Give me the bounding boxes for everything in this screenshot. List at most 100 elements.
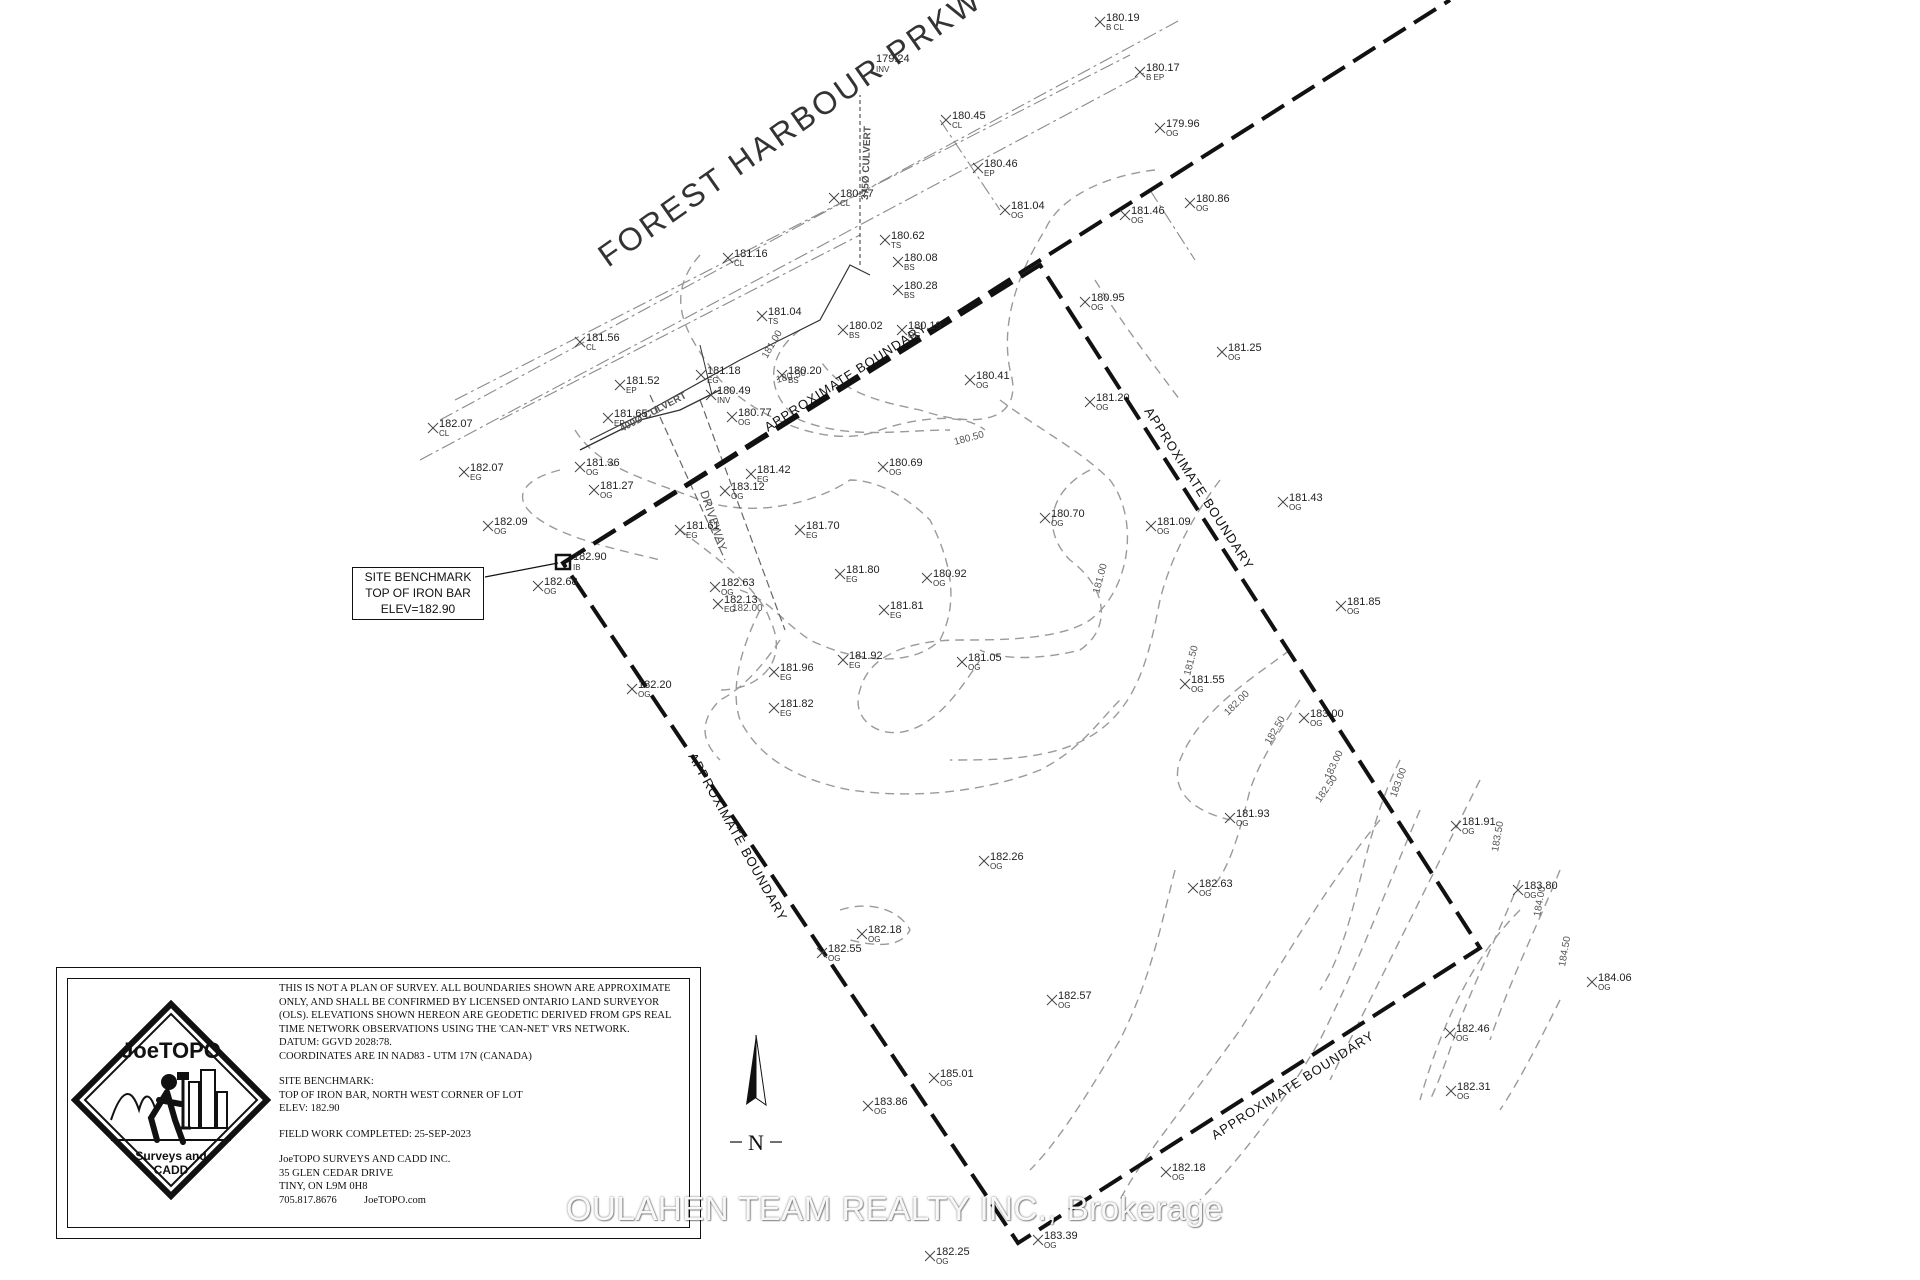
boundary-label-south: APPROXIMATE BOUNDARY bbox=[1209, 1028, 1377, 1143]
spot-elevation-value: 183.00 bbox=[1310, 708, 1344, 720]
spot-marker-icon bbox=[1216, 346, 1228, 358]
spot-elevation-value: 180.62 bbox=[891, 230, 925, 242]
spot-elevation-code: BS bbox=[904, 291, 915, 300]
spot-elevation-code: OG bbox=[889, 468, 901, 477]
spot-elevation-code: EG bbox=[780, 709, 792, 718]
disclaimer-note: THIS IS NOT A PLAN OF SURVEY. ALL BOUNDA… bbox=[279, 983, 671, 1035]
spot-elevation-value: 181.16 bbox=[734, 248, 768, 260]
spot-elevation-value: 181.92 bbox=[849, 650, 883, 662]
spot-elevation-code: OG bbox=[976, 381, 988, 390]
spot-elevation-value: 181.25 bbox=[1228, 342, 1262, 354]
logo-tagline-1: Surveys and bbox=[135, 1149, 206, 1163]
spot-marker-icon bbox=[1154, 122, 1166, 134]
spot-marker-icon bbox=[816, 947, 828, 959]
spot-elevation-code: EG bbox=[707, 376, 719, 385]
spot-marker-icon bbox=[626, 683, 638, 695]
spot-elevation-value: 182.07 bbox=[439, 418, 473, 430]
spot-elevation-value: 180.86 bbox=[1196, 193, 1230, 205]
spot-elevation-code: BS bbox=[788, 376, 799, 385]
spot-marker-icon bbox=[614, 379, 626, 391]
spot-elevation-point: 180.19B CL bbox=[1094, 12, 1140, 32]
spot-marker-icon bbox=[719, 485, 731, 497]
spot-elevation-code: OG bbox=[1228, 353, 1240, 362]
spot-marker-icon bbox=[921, 572, 933, 584]
spot-marker-icon bbox=[768, 666, 780, 678]
benchmark-point-elev: 182.90 bbox=[573, 551, 607, 563]
spot-elevation-value: 185.01 bbox=[940, 1068, 974, 1080]
spot-marker-icon bbox=[588, 484, 600, 496]
title-block-inner-border bbox=[67, 978, 690, 1228]
boundary-label-west: APPROXIMATE BOUNDARY bbox=[685, 750, 790, 923]
culvert-inv-code: INV bbox=[876, 65, 890, 74]
spot-marker-icon bbox=[1444, 1027, 1456, 1039]
spot-elevation-value: 180.46 bbox=[984, 158, 1018, 170]
spot-elevation-code: OG bbox=[868, 935, 880, 944]
spot-marker-icon bbox=[1039, 512, 1051, 524]
spot-marker-icon bbox=[1184, 197, 1196, 209]
spot-marker-icon bbox=[1512, 884, 1524, 896]
north-arrow: N bbox=[730, 1034, 782, 1155]
contour-elevation-label: 184.50 bbox=[1557, 935, 1573, 967]
spot-elevation-value: 183.39 bbox=[1044, 1230, 1078, 1242]
spot-elevation-value: 181.55 bbox=[1191, 674, 1225, 686]
spot-marker-icon bbox=[1298, 712, 1310, 724]
spot-marker-icon bbox=[1187, 882, 1199, 894]
spot-elevation-code: OG bbox=[1157, 527, 1169, 536]
spot-elevation-code: CL bbox=[952, 121, 963, 130]
spot-marker-icon bbox=[726, 411, 738, 423]
spot-marker-icon bbox=[828, 192, 840, 204]
company-website: JoeTOPO.com bbox=[364, 1194, 426, 1206]
spot-elevation-value: 182.31 bbox=[1457, 1081, 1491, 1093]
spot-marker-icon bbox=[856, 928, 868, 940]
spot-elevation-value: 181.65 bbox=[614, 408, 648, 420]
spot-elevation-value: 180.19 bbox=[908, 320, 942, 332]
spot-elevation-value: 182.46 bbox=[1456, 1023, 1490, 1035]
spot-marker-icon bbox=[1179, 678, 1191, 690]
spot-marker-icon bbox=[1079, 296, 1091, 308]
spot-marker-icon bbox=[892, 284, 904, 296]
spot-elevation-value: 180.17 bbox=[1146, 62, 1180, 74]
contour-elevation-label: 183.50 bbox=[1490, 820, 1506, 852]
spot-marker-icon bbox=[878, 604, 890, 616]
spot-marker-icon bbox=[1224, 812, 1236, 824]
spot-marker-icon bbox=[768, 702, 780, 714]
spot-marker-icon bbox=[896, 324, 908, 336]
spot-marker-icon bbox=[1160, 1166, 1172, 1178]
benchmark-elev: ELEV=182.90 bbox=[380, 602, 456, 616]
spot-elevation-code: OG bbox=[1051, 519, 1063, 528]
spot-elevation-value: 181.56 bbox=[586, 332, 620, 344]
title-block: JoeTOPO Surveys and CADD THIS IS NOT A P… bbox=[56, 967, 701, 1239]
spot-elevation-code: OG bbox=[721, 588, 733, 597]
spot-elevation-value: 182.25 bbox=[936, 1246, 970, 1258]
spot-marker-icon bbox=[1046, 994, 1058, 1006]
contour-elevation-label: 181.00 bbox=[760, 328, 785, 360]
spot-marker-icon bbox=[928, 1072, 940, 1084]
spot-elevation-code: OG bbox=[1524, 891, 1536, 900]
spot-elevation-code: EG bbox=[849, 661, 861, 670]
spot-elevation-value: 181.70 bbox=[806, 520, 840, 532]
spot-elevation-value: 181.91 bbox=[1462, 816, 1496, 828]
spot-elevation-code: OG bbox=[1347, 607, 1359, 616]
spot-elevation-code: OG bbox=[600, 491, 612, 500]
contour-lines bbox=[521, 169, 1561, 1201]
site-benchmark-callout: SITE BENCHMARK TOP OF IRON BAR ELEV=182.… bbox=[352, 567, 484, 620]
